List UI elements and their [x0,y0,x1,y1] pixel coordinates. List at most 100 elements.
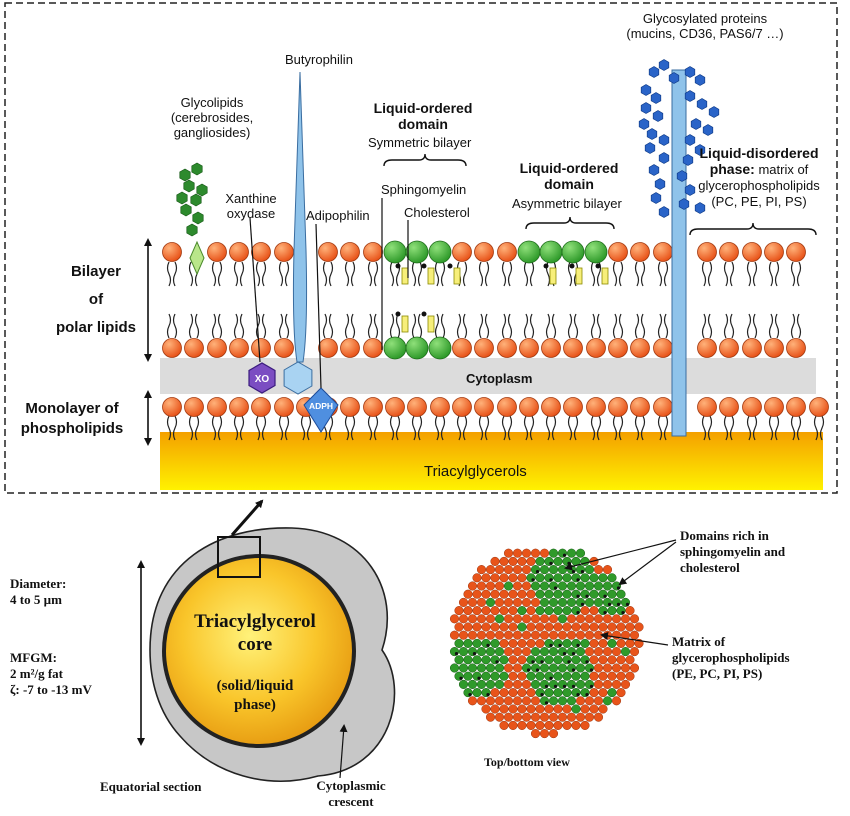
glycerophospholipid-molecule [494,712,505,722]
phospholipid-head [229,397,249,417]
domains-pointer [618,541,677,586]
cholesterol-dot [495,660,499,664]
glycolipid-sugar [192,211,204,225]
lipid-tail [367,261,373,287]
lipid-tail [172,415,178,441]
sphingomyelin-molecule [463,638,473,648]
cholesterol-dot [585,693,589,697]
lipid-tail [389,313,395,339]
sphingomyelin-molecule [503,581,514,591]
sphingomyelin-molecule [548,647,559,657]
phospholipid-head [340,338,360,358]
lipid-tail [523,261,529,287]
glycerophospholipid-molecule [494,581,505,591]
phospholipid-head [207,242,227,262]
cholesterol-dot [544,684,549,689]
phospholipid-head [251,338,271,358]
glycerophospholipid-molecule [467,581,478,591]
glycerophospholipid-molecule [589,655,599,665]
phospholipid-head [586,397,606,417]
glycerophospholipid-molecule [512,712,523,722]
glycerophospholipid-molecule [625,622,635,632]
label-core-phase: (solid/liquid phase) [216,678,294,713]
sphingomyelin-head [517,240,541,264]
glycerophospholipid-molecule [625,655,635,665]
sphingomyelin-head [383,240,407,264]
cholesterol-dot [603,594,607,598]
xanthine-oxidase-pointer [249,217,261,363]
label-liquid-disordered-phase: Liquid-disordered phase: matrix of glyce… [698,145,820,209]
glycolipid-sugar [180,203,192,217]
glycerophospholipid-molecule [566,614,577,624]
lipid-tail [634,415,640,441]
phospholipid-head [630,397,650,417]
sphingomyelin-molecule [539,565,550,575]
phospholipid-head [608,338,628,358]
cholesterol-dot [549,578,553,582]
sphingomyelin-molecule [539,581,550,591]
lipid-tail [663,313,669,339]
glycerophospholipid-molecule [490,704,500,714]
lipid-tail [440,261,446,287]
sphingomyelin-molecule [553,556,563,566]
glycerophospholipid-molecule [472,589,482,599]
sphingomyelin-molecule [548,663,559,673]
phospholipid-head [452,338,472,358]
phospholipid-head [407,397,427,417]
protein-sugar [650,192,662,204]
glycerophospholipid-molecule [521,679,532,689]
lipid-tail [440,313,446,339]
sphingomyelin-molecule [593,581,604,591]
glycerophospholipid-molecule [463,606,473,616]
lipid-tail [417,313,423,339]
glycerophospholipid-molecule [634,622,644,632]
sphingomyelin-molecule [620,647,631,657]
glycerophospholipid-molecule [602,663,613,673]
cholesterol-oh [543,263,549,269]
phospholipid-head [274,338,294,358]
phospholipid-head [318,242,338,262]
phospholipid-head [608,242,628,262]
lipid-tail [813,415,819,441]
lipid-tail [462,415,468,441]
glycolipid-sugar [190,193,202,207]
glycerophospholipid-molecule [508,556,518,566]
phospholipid-head [229,242,249,262]
glycerophospholipid-molecule [602,565,613,575]
phospholipid-head [229,338,249,358]
sphingomyelin-molecule [575,548,586,558]
sphingomyelin-molecule [485,679,496,689]
sphingomyelin-molecule [499,671,509,681]
glycerophospholipid-molecule [512,614,523,624]
glycerophospholipid-molecule [494,630,505,640]
glycerophospholipid-molecule [467,614,478,624]
glycerophospholipid-molecule [490,688,500,698]
lipid-tail [166,313,172,339]
glycerophospholipid-molecule [463,589,473,599]
glycerophospholipid-molecule [508,622,518,632]
label-bilayer-of-polar-lipids: Bilayer of polar lipids [55,263,136,336]
lipid-tail [440,415,446,441]
cholesterol-dot [477,676,481,680]
phospholipid-head [630,242,650,262]
glycerophospholipid-molecule [530,614,541,624]
glycerophospholipid-molecule [490,556,500,566]
lipid-tail [411,261,417,287]
cholesterol-dot [535,570,540,574]
zoom-arrow [230,499,264,536]
phospholipid-head [719,397,739,417]
glycerophospholipid-molecule [463,622,473,632]
sphingomyelin-molecule [607,589,617,599]
lipid-tail [166,415,172,441]
sphingomyelin-molecule [575,663,586,673]
lipid-tail [657,261,663,287]
sphingomyelin-molecule [553,655,563,665]
glycerophospholipid-molecule [526,622,536,632]
sphingomyelin-molecule [467,679,478,689]
glycerophospholipid-molecule [530,597,541,607]
cholesterol-dot [576,594,580,598]
lipid-tail [417,415,423,441]
label-asymmetric-bilayer: Asymmetric bilayer [512,196,622,211]
cholesterol-dot [553,684,558,689]
protein-sugar [708,106,720,118]
